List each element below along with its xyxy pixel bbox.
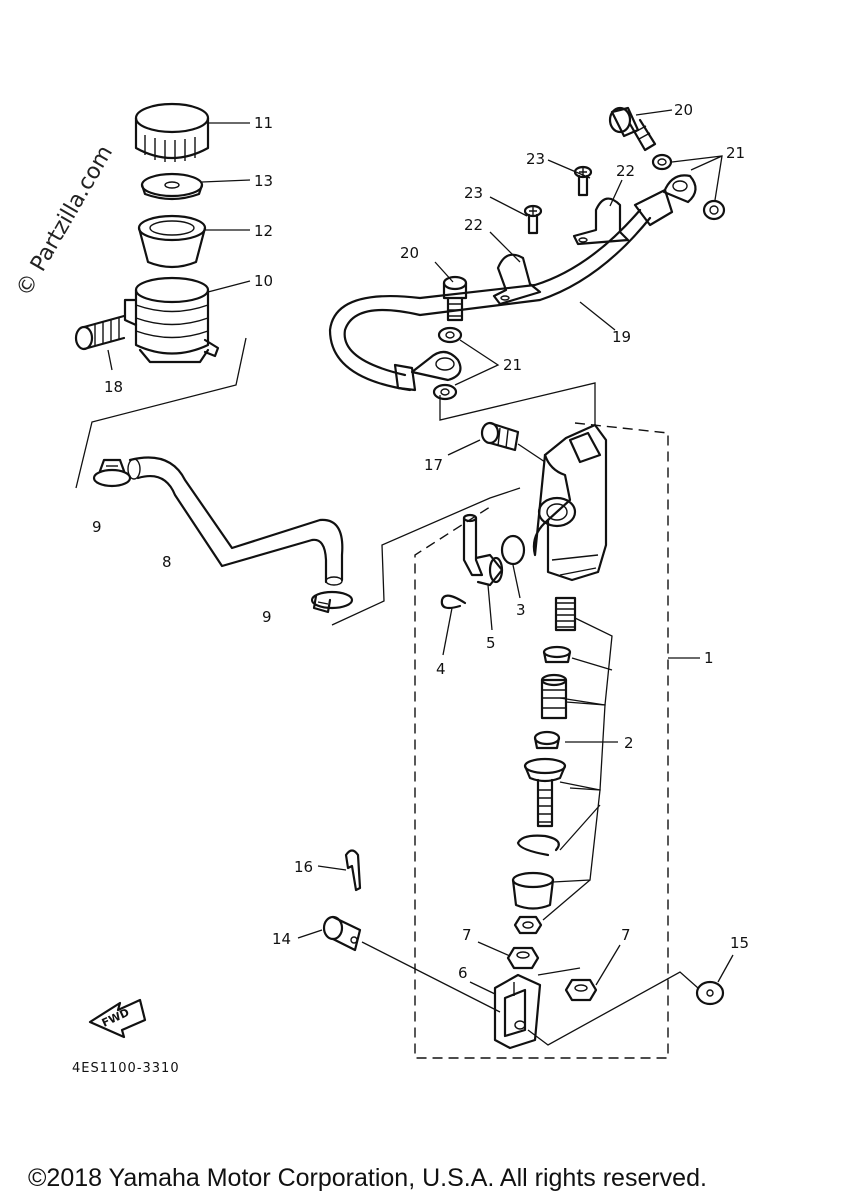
diaphragm-plate-13[interactable]	[140, 172, 204, 201]
cotter-pin-16[interactable]	[344, 849, 362, 892]
callout-9-bottom: 9	[262, 608, 272, 626]
master-cylinder-body[interactable]	[532, 423, 608, 582]
watermark: © Partzilla.com	[12, 141, 119, 301]
callout-21-left: 21	[503, 356, 522, 374]
hose-8[interactable]	[127, 456, 344, 586]
cup[interactable]	[542, 645, 572, 664]
callout-21-top: 21	[726, 144, 745, 162]
callout-11: 11	[254, 114, 273, 132]
callout-5: 5	[486, 634, 496, 652]
callout-9-top: 9	[92, 518, 102, 536]
bolt-18[interactable]	[74, 314, 126, 351]
fwd-arrow-icon: FWD	[88, 998, 147, 1039]
callout-1: 1	[704, 649, 714, 667]
union-bolt-20-top[interactable]	[608, 106, 657, 152]
diaphragm-12[interactable]	[137, 214, 207, 269]
reservoir-tank-10[interactable]	[123, 276, 220, 364]
spring[interactable]	[554, 596, 577, 632]
banjo-top[interactable]	[662, 174, 697, 204]
hose-clamp-9-bottom[interactable]	[310, 590, 354, 614]
callout-22-left: 22	[464, 216, 483, 234]
hose-guide-22-right[interactable]	[572, 197, 630, 246]
boot[interactable]	[511, 871, 555, 910]
cup-2[interactable]	[533, 730, 561, 750]
hose-joint-5[interactable]	[462, 513, 504, 587]
screw-23-left[interactable]	[523, 204, 543, 235]
callout-23-right: 23	[526, 150, 545, 168]
nut-7-left[interactable]	[506, 946, 540, 970]
callout-15: 15	[730, 934, 749, 952]
callout-7-left: 7	[462, 926, 472, 944]
callout-7-right: 7	[621, 926, 631, 944]
hose-guide-22-left[interactable]	[492, 253, 542, 306]
callout-16: 16	[294, 858, 313, 876]
washer-21-b[interactable]	[702, 199, 726, 221]
o-ring-3[interactable]	[500, 534, 526, 566]
diagram-code: 4ES1100-3310	[72, 1061, 180, 1076]
callout-22-right: 22	[616, 162, 635, 180]
washer-15[interactable]	[695, 980, 725, 1006]
callout-20-left: 20	[400, 244, 419, 262]
callout-18: 18	[104, 378, 123, 396]
callout-4: 4	[436, 660, 446, 678]
banjo-bottom[interactable]	[410, 350, 462, 382]
hose-clamp-9-top[interactable]	[92, 458, 132, 488]
washer-21-c[interactable]	[437, 326, 463, 344]
callout-20-top: 20	[674, 101, 693, 119]
callout-17: 17	[424, 456, 443, 474]
callout-13: 13	[254, 172, 273, 190]
fwd-label: FWD	[100, 1006, 132, 1030]
washer-21-d[interactable]	[432, 383, 458, 401]
brake-hose-19[interactable]	[328, 188, 674, 392]
nut[interactable]	[513, 915, 543, 935]
bolt-17[interactable]	[480, 421, 520, 452]
reservoir-cap-11[interactable]	[134, 102, 210, 162]
copyright-notice: ©2018 Yamaha Motor Corporation, U.S.A. A…	[28, 1164, 707, 1192]
callout-8: 8	[162, 553, 172, 571]
callout-6: 6	[458, 964, 468, 982]
assembly-1-boundary	[414, 422, 669, 1059]
callout-14: 14	[272, 930, 291, 948]
push-rod[interactable]	[523, 757, 567, 828]
clevis-6[interactable]	[493, 973, 542, 1050]
callout-23-left: 23	[464, 184, 483, 202]
callout-3: 3	[516, 601, 526, 619]
circlip[interactable]	[516, 834, 560, 857]
callout-labels: 11 13 12 10 18 9 8 9 20 21 23 22 23 22 2…	[92, 101, 749, 982]
callout-12: 12	[254, 222, 273, 240]
screw-23-right[interactable]	[573, 165, 593, 197]
piston[interactable]	[540, 673, 568, 720]
pin-14[interactable]	[322, 915, 362, 952]
union-bolt-20-left[interactable]	[442, 275, 468, 322]
callout-19: 19	[612, 328, 631, 346]
callout-10: 10	[254, 272, 273, 290]
washer-21-a[interactable]	[651, 153, 673, 171]
circlip-4[interactable]	[440, 594, 467, 610]
nut-7-right[interactable]	[564, 978, 598, 1002]
callout-2: 2	[624, 734, 634, 752]
